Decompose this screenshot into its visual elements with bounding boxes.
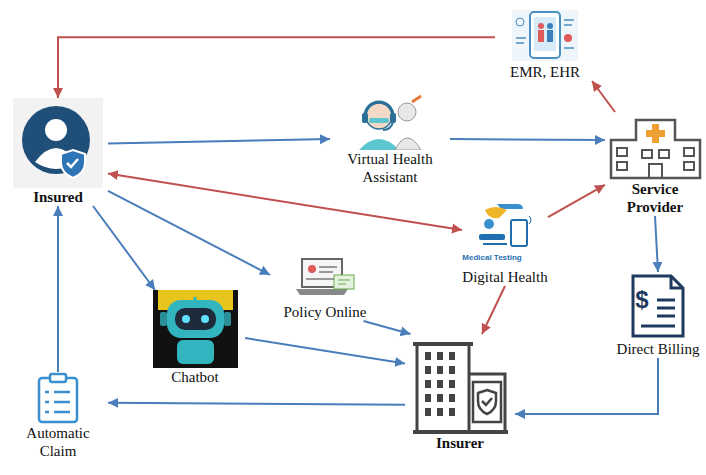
flow-arrow [548,185,605,217]
flow-arrow [655,216,658,272]
node-label: Insurer [405,434,515,452]
icon-caption: $ [635,288,648,312]
node-label: Automatic Claim [8,424,108,460]
flow-arrow [245,338,405,364]
node-icon [153,290,238,368]
icon-node: Direct Billing [615,272,701,358]
icon-node: Digital Health [462,200,548,286]
node-icon [13,98,103,188]
icon-caption: Medical Testing [462,254,521,262]
node-icon [34,372,82,424]
icon-node: Service Provider [605,112,705,216]
flow-arrow [450,139,605,140]
icon-node: Virtual Health Assistant [330,92,450,186]
node-icon [413,334,508,434]
node-label: Insured [8,188,108,206]
icon-node: Insurer [405,334,515,452]
flow-arrow [364,321,411,334]
node-icon [510,8,580,63]
flow-arrow [482,286,505,334]
icon-node: Automatic Claim [8,372,108,460]
node-label: Direct Billing [615,340,701,358]
node-label: Policy Online [270,303,380,321]
icon-node: EMR, EHR [495,8,595,81]
node-icon [608,112,703,180]
icon-node: Policy Online [270,255,380,321]
flow-arrow [592,81,615,112]
flow-arrow [108,139,330,143]
flow-arrow [58,37,495,98]
flow-arrow [108,191,270,275]
flow-arrow [93,206,155,290]
node-label: EMR, EHR [495,63,595,81]
icon-node: Chatbot [145,290,245,386]
flow-arrow [57,206,59,372]
node-label: Digital Health [462,268,548,286]
flow-arrow [108,403,405,405]
node-label: Service Provider [605,180,705,216]
icon-node: Insured [8,98,108,206]
node-label: Virtual Health Assistant [330,150,450,186]
node-icon [294,255,356,303]
node-label: Chatbot [145,368,245,386]
node-icon [355,92,425,150]
flow-arrow [515,358,658,414]
